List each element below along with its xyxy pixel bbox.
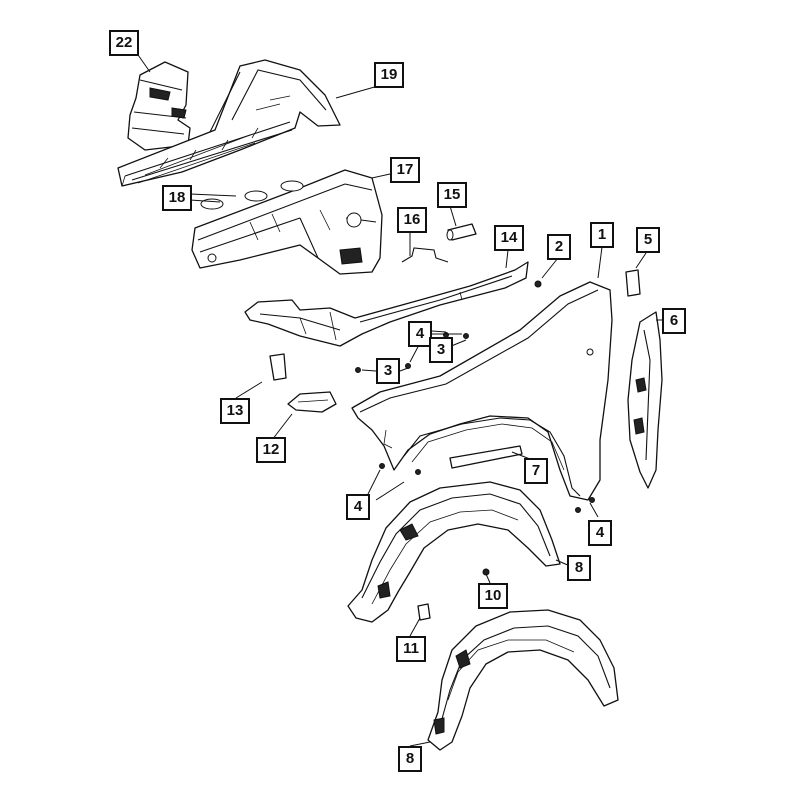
- callout-22[interactable]: 22: [109, 30, 139, 56]
- callout-11[interactable]: 11: [396, 636, 426, 662]
- callout-5[interactable]: 5: [636, 227, 660, 253]
- part-7-molding: [449, 445, 523, 469]
- callout-1[interactable]: 1: [590, 222, 614, 248]
- callout-6[interactable]: 6: [662, 308, 686, 334]
- callout-18[interactable]: 18: [162, 185, 192, 211]
- callout-16[interactable]: 16: [397, 207, 427, 233]
- callout-10[interactable]: 10: [478, 583, 508, 609]
- callout-8a[interactable]: 8: [567, 555, 591, 581]
- part-19-frame-rail: [117, 59, 341, 187]
- part-12-bracket: [287, 391, 337, 413]
- part-8-liner-lower: [427, 609, 619, 751]
- callout-4c[interactable]: 4: [588, 520, 612, 546]
- part-22-bracket: [127, 61, 191, 151]
- part-16-clip: [401, 247, 449, 263]
- callout-4a[interactable]: 4: [408, 321, 432, 347]
- callout-17[interactable]: 17: [390, 157, 420, 183]
- part-13-clip: [269, 353, 287, 381]
- part-1-fender: [351, 281, 613, 501]
- callout-14[interactable]: 14: [494, 225, 524, 251]
- callout-3b[interactable]: 3: [376, 358, 400, 384]
- callout-15[interactable]: 15: [437, 182, 467, 208]
- callout-19[interactable]: 19: [374, 62, 404, 88]
- callout-13[interactable]: 13: [220, 398, 250, 424]
- callout-4b[interactable]: 4: [346, 494, 370, 520]
- callout-12[interactable]: 12: [256, 437, 286, 463]
- part-8-liner-upper: [347, 481, 561, 623]
- part-17-18-lower-rail: [191, 169, 383, 275]
- part-14-cowl-seal: [244, 261, 529, 347]
- part-6-shield: [627, 311, 663, 489]
- callout-7[interactable]: 7: [524, 458, 548, 484]
- callout-8b[interactable]: 8: [398, 746, 422, 772]
- callout-3a[interactable]: 3: [429, 337, 453, 363]
- part-15-connector: [446, 223, 477, 241]
- part-5-pad: [625, 269, 641, 297]
- callout-2[interactable]: 2: [547, 234, 571, 260]
